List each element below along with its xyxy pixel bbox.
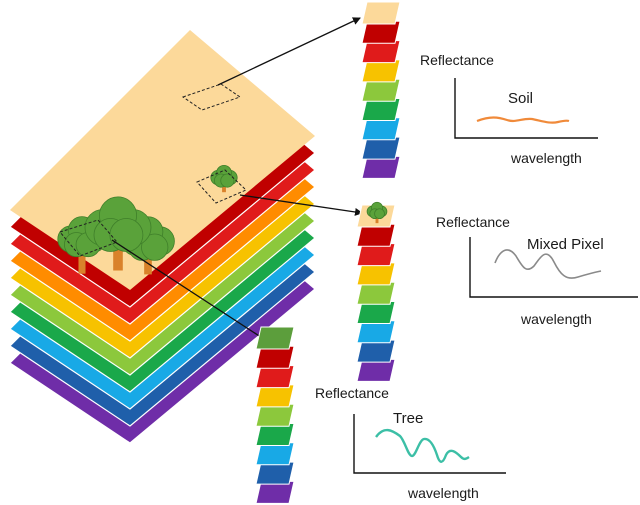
tree-icon [366,201,388,224]
tree-foliage [374,208,385,220]
stack-band-layer [255,442,295,466]
stack-top-layer [361,1,401,25]
tree-y-label: Reflectance [315,385,389,401]
mixed-x-label: wavelength [520,311,592,327]
stack-band-layer [255,461,295,485]
stack-band-layer [255,345,295,369]
stack-band-layer [356,358,396,382]
tree-cluster [57,196,175,275]
stack-band-layer [361,40,401,64]
stack-band-layer [356,339,396,363]
arrow-soil [217,17,361,86]
tree-foliage [220,173,235,188]
mixed-axes [469,237,638,298]
arrow-tree [111,239,271,344]
stack-band-layer [356,262,396,286]
stack-band-layer [361,78,401,102]
mixed-curve-label: Mixed Pixel [527,236,604,253]
tree-foliage [109,218,144,252]
tree-trunk [113,236,123,271]
tree-axes [353,414,506,474]
soil-curve-label: Soil [508,90,533,107]
spectrum-mixed: Reflectance Mixed Pixel wavelength [436,214,638,327]
soil-curve [476,116,570,124]
tree-foliage [141,233,169,261]
tree-curve [375,428,470,463]
stack-band-layer [361,20,401,44]
stack-band-layer [361,155,401,179]
stack-band-layer [356,281,396,305]
stack-band-layer [255,365,295,389]
soil-axes [454,78,598,139]
stack-band-layer [361,98,401,121]
tree-x-label: wavelength [407,485,479,501]
spectral-stacks [255,1,401,504]
tree-trunk [144,248,152,275]
soil-x-label: wavelength [510,150,582,166]
stack-band-layer [356,301,396,324]
stack-band-layer [361,136,401,160]
pixel-selections [59,83,247,257]
mixed-curve [494,249,602,279]
arrows [111,17,363,344]
mixed-y-label: Reflectance [436,214,510,230]
tree-stack [255,326,295,504]
tree-trunk [78,245,86,274]
stack-band-layer [255,480,295,504]
tree-curve-label: Tree [393,410,423,427]
stack-band-layer [255,423,295,446]
stack-band-layer [361,59,401,83]
soil-y-label: Reflectance [420,52,494,68]
mixed-pixel-box [196,169,247,204]
spectrum-tree: Reflectance Tree wavelength [315,385,506,501]
stack-top-layer [255,326,295,350]
tree-icon [210,164,238,193]
spectrum-soil: Reflectance Soil wavelength [420,52,598,166]
arrow-mixed [239,194,363,216]
stack-band-layer [356,243,396,267]
single-tree-icon [210,164,238,193]
stack-band-layer [255,403,295,427]
stack-band-layer [361,117,401,141]
mixed-stack [356,201,396,382]
stack-band-layer [356,320,396,344]
soil-pixel-box [181,83,242,111]
tree-pixel-box [59,219,118,257]
tree-trunk [375,214,379,224]
soil-stack [361,1,401,179]
stack-band-layer [356,223,396,247]
stack-band-layer [255,384,295,408]
